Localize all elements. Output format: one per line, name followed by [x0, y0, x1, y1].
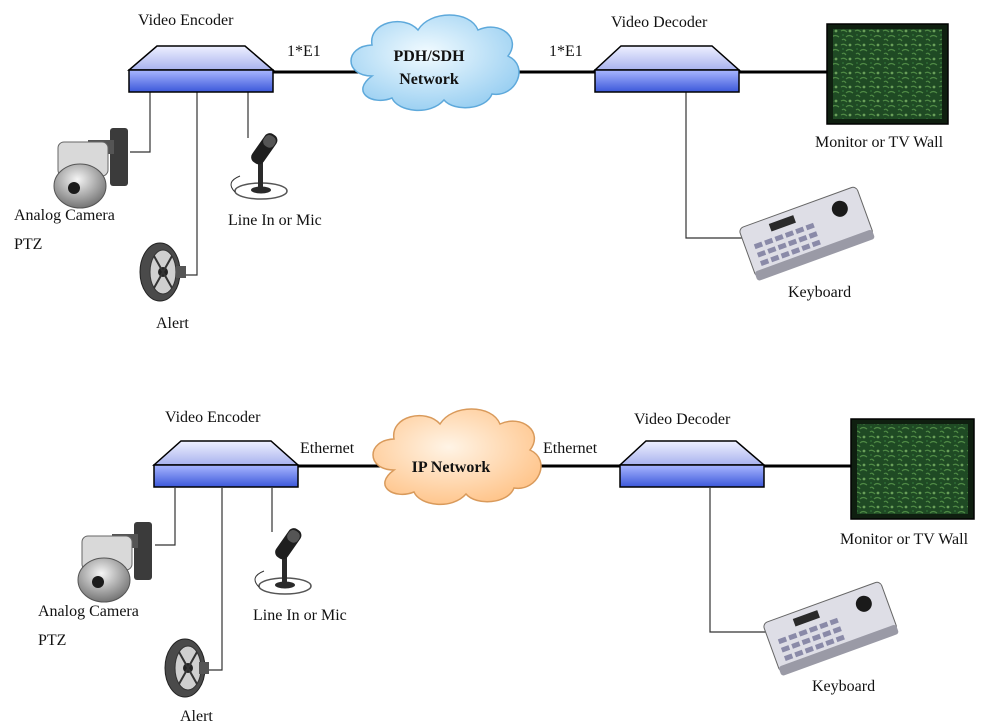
- bottom-monitor-label: Monitor or TV Wall: [840, 531, 969, 548]
- top-video-decoder[interactable]: [593, 45, 741, 93]
- bottom-link-right-label: Ethernet: [543, 440, 598, 457]
- top-link-left-label: 1*E1: [287, 43, 321, 60]
- top-alert-label: Alert: [156, 315, 189, 332]
- bottom-encoder-label: Video Encoder: [165, 409, 261, 426]
- top-network-label-line1: PDH/SDH: [393, 48, 465, 65]
- top-monitor-icon: [826, 23, 949, 125]
- bottom-link-left-label: Ethernet: [300, 440, 355, 457]
- top-microphone-icon: [230, 133, 288, 200]
- bottom-video-encoder[interactable]: [152, 440, 300, 488]
- top-decoder-label: Video Decoder: [611, 14, 708, 31]
- bottom-monitor-icon: [850, 418, 975, 520]
- bottom-camera-label-line1: Analog Camera: [38, 603, 139, 620]
- bottom-network-label: IP Network: [411, 459, 491, 476]
- top-camera-label-line1: Analog Camera: [14, 207, 115, 224]
- top-link-right-label: 1*E1: [549, 43, 583, 60]
- bottom-alert-label: Alert: [180, 708, 213, 725]
- bottom-mic-label: Line In or Mic: [253, 607, 347, 624]
- bottom-camera-label-line2: PTZ: [38, 632, 67, 649]
- top-alert-siren-icon: [139, 242, 186, 302]
- top-monitor-label: Monitor or TV Wall: [815, 134, 944, 151]
- bottom-decoder-label: Video Decoder: [634, 411, 731, 428]
- top-ptz-keyboard-icon: [739, 186, 875, 281]
- top-network-label: PDH/SDH Network: [386, 45, 472, 91]
- bottom-microphone-icon: [254, 528, 312, 595]
- top-network-label-line2: Network: [399, 71, 459, 89]
- top-device-tap-lines: [130, 92, 742, 276]
- bottom-camera-icon: [77, 522, 152, 603]
- top-camera-label-line2: PTZ: [14, 236, 43, 253]
- bottom-network-cloud-icon: [372, 408, 542, 506]
- top-mic-label: Line In or Mic: [228, 212, 322, 229]
- bottom-ptz-keyboard-icon: [763, 581, 899, 676]
- bottom-diagram: [77, 408, 975, 698]
- top-network-cloud-icon: [350, 14, 520, 112]
- top-diagram: [53, 14, 949, 302]
- top-video-encoder[interactable]: [126, 45, 276, 93]
- bottom-device-tap-lines: [155, 488, 766, 671]
- top-keyboard-label: Keyboard: [788, 284, 852, 301]
- bottom-video-decoder[interactable]: [618, 440, 767, 488]
- bottom-alert-siren-icon: [164, 638, 209, 698]
- top-encoder-label: Video Encoder: [138, 12, 234, 29]
- bottom-keyboard-label: Keyboard: [812, 678, 876, 695]
- top-camera-icon: [53, 128, 128, 209]
